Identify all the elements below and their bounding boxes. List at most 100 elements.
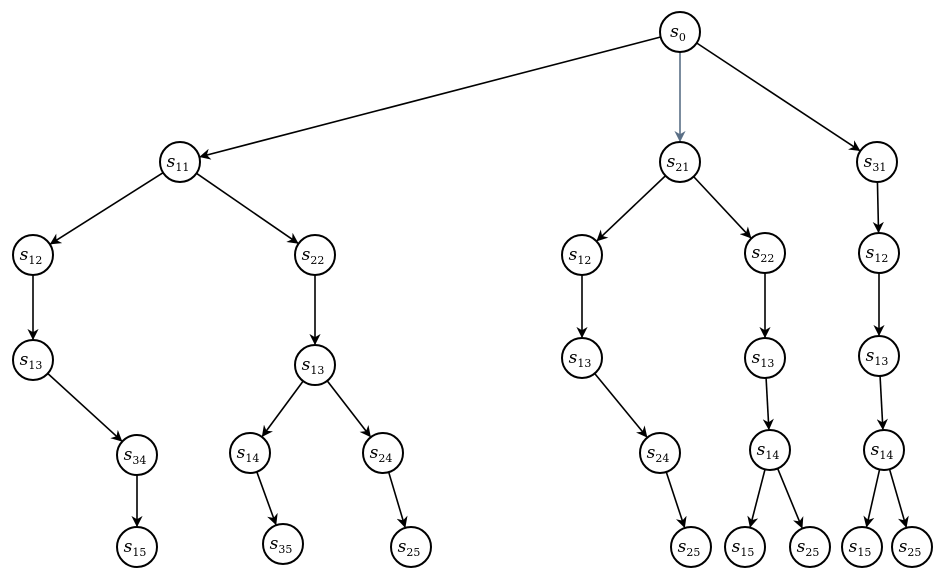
- nodes-layer: s0 s11 s21 s31 s12 s22 s13 s13 s34 s14 s24 s15 s35 s2…: [12, 11, 933, 568]
- node-label: s15: [732, 537, 755, 559]
- node-a_s13b: s13: [294, 344, 336, 386]
- node-label: s34: [124, 445, 147, 467]
- node-circle: [659, 11, 701, 53]
- node-b_s22: s22: [744, 232, 786, 274]
- node-circle: [229, 432, 271, 474]
- edge-s0-to-s31: [696, 42, 861, 152]
- node-label: s25: [899, 537, 922, 559]
- node-label: s14: [757, 440, 780, 462]
- node-label: s12: [866, 243, 889, 265]
- node-b_s15: s15: [724, 526, 766, 568]
- edge-b_s24-to-b_s25: [665, 471, 687, 529]
- node-s11: s11: [159, 141, 201, 183]
- edge-b_s14-to-b_s15: [747, 469, 766, 528]
- node-s21: s21: [659, 141, 701, 183]
- node-c_s15: s15: [841, 526, 883, 568]
- node-a_s12: s12: [12, 234, 54, 276]
- node-circle: [390, 526, 432, 568]
- node-circle: [12, 339, 54, 381]
- node-label: s13: [752, 348, 775, 370]
- edge-a_s13b-to-a_s24: [326, 380, 371, 438]
- node-label: s13: [20, 350, 43, 372]
- node-label: s14: [237, 443, 260, 465]
- node-circle: [116, 526, 158, 568]
- node-a_s34: s34: [116, 434, 158, 476]
- edges-layer: [27, 36, 909, 529]
- node-circle: [891, 526, 933, 568]
- node-label: s11: [167, 152, 190, 174]
- node-b_s24: s24: [639, 432, 681, 474]
- node-label: s12: [569, 245, 592, 267]
- node-a_s22: s22: [294, 234, 336, 276]
- node-circle: [659, 141, 701, 183]
- edge-c_s14-to-c_s15: [863, 469, 881, 528]
- edge-s0-to-s11: [199, 36, 661, 160]
- edge-a_s14-to-a_s35: [256, 471, 278, 526]
- node-a_s13: s13: [12, 339, 54, 381]
- node-label: s22: [752, 243, 775, 265]
- node-label: s25: [398, 537, 421, 559]
- node-circle: [749, 429, 791, 471]
- node-circle: [744, 337, 786, 379]
- node-label: s15: [124, 537, 147, 559]
- node-circle: [858, 232, 900, 274]
- edge-c_s13-to-c_s14: [876, 375, 888, 431]
- node-circle: [856, 141, 898, 183]
- node-circle: [561, 234, 603, 276]
- node-c_s13: s13: [858, 335, 900, 377]
- node-label: s13: [866, 346, 889, 368]
- edge-a_s13-to-a_s34: [47, 372, 123, 442]
- node-circle: [858, 335, 900, 377]
- node-a_s25: s25: [390, 526, 432, 568]
- node-b_s13: s13: [561, 337, 603, 379]
- node-label: s35: [270, 534, 293, 556]
- node-circle: [561, 337, 603, 379]
- node-circle: [724, 526, 766, 568]
- node-label: s24: [647, 443, 670, 465]
- node-label: s13: [302, 355, 325, 377]
- node-b_s13b: s13: [744, 337, 786, 379]
- node-c_s12: s12: [858, 232, 900, 274]
- node-label: s22: [302, 245, 325, 267]
- node-label: s21: [667, 152, 690, 174]
- edge-b_s13-to-b_s24: [594, 372, 648, 438]
- edge-s11-to-a_s22: [196, 172, 299, 244]
- node-circle: [744, 232, 786, 274]
- node-b_s25: s25: [670, 526, 712, 568]
- edge-a_s24-to-a_s25: [387, 471, 408, 528]
- node-circle: [294, 234, 336, 276]
- node-s31: s31: [856, 141, 898, 183]
- node-a_s35: s35: [262, 523, 304, 565]
- node-b_s25b: s25: [789, 526, 831, 568]
- node-c_s14: s14: [863, 429, 905, 471]
- node-label: s13: [569, 348, 592, 370]
- node-label: s31: [864, 152, 887, 174]
- edge-s31-to-c_s12: [872, 181, 884, 234]
- node-circle: [362, 432, 404, 474]
- node-circle: [294, 344, 336, 386]
- node-s0: s0: [659, 11, 701, 53]
- edge-a_s13b-to-a_s14: [261, 380, 304, 438]
- node-a_s14: s14: [229, 432, 271, 474]
- node-circle: [639, 432, 681, 474]
- node-label: s12: [20, 245, 43, 267]
- node-circle: [262, 523, 304, 565]
- node-a_s15: s15: [116, 526, 158, 568]
- node-label: s14: [871, 440, 894, 462]
- node-label: s0: [670, 22, 686, 44]
- node-circle: [159, 141, 201, 183]
- edge-c_s14-to-c_s25: [888, 468, 909, 528]
- node-circle: [863, 429, 905, 471]
- node-b_s12: s12: [561, 234, 603, 276]
- node-circle: [12, 234, 54, 276]
- node-circle: [670, 526, 712, 568]
- node-label: s24: [370, 443, 393, 465]
- node-circle: [841, 526, 883, 568]
- node-circle: [789, 526, 831, 568]
- edge-s21-to-b_s22: [693, 176, 752, 239]
- node-label: s25: [797, 537, 820, 559]
- node-circle: [116, 434, 158, 476]
- node-b_s14: s14: [749, 429, 791, 471]
- edge-b_s14-to-b_s25b: [776, 468, 804, 529]
